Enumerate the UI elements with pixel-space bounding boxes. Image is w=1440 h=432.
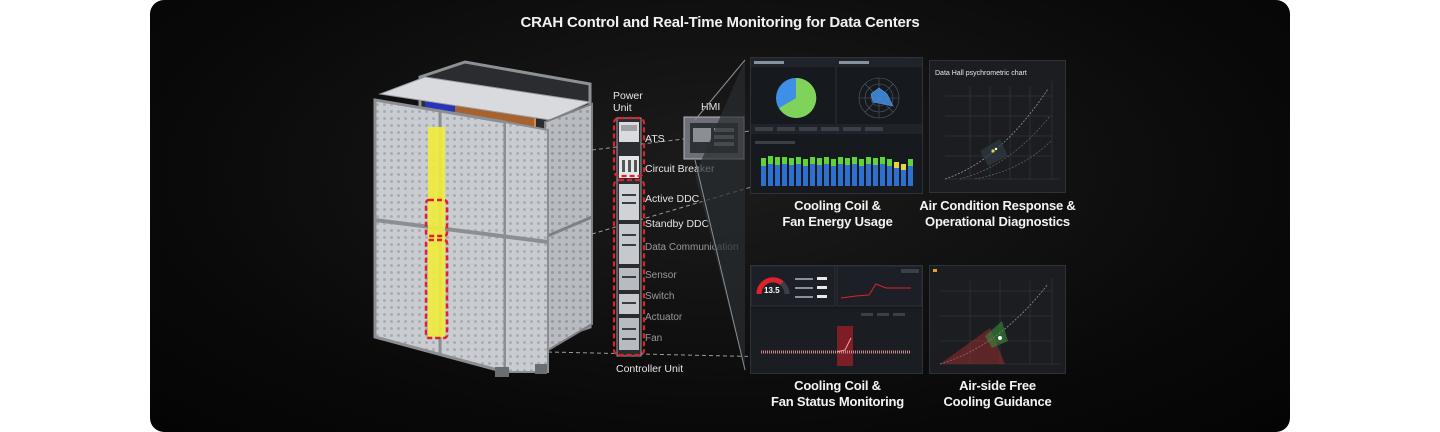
caption-status-monitoring: Cooling Coil & Fan Status Monitoring	[770, 378, 904, 409]
controller-strip	[612, 116, 646, 357]
crah-cabinet-illustration	[373, 60, 776, 377]
gauge-arc	[756, 277, 784, 295]
psychrometric-chart-title: Data Hall psychrometric chart	[935, 70, 1027, 77]
free-cooling-screenshot	[929, 265, 1066, 374]
energy-dashboard-graphics	[751, 58, 922, 186]
free-cooling-graphics	[933, 269, 1060, 365]
component-label-ats: ATS	[645, 133, 665, 145]
energy-dashboard-screenshot	[750, 57, 923, 194]
radar-chart	[858, 77, 900, 119]
page-title: CRAH Control and Real-Time Monitoring fo…	[520, 14, 920, 31]
component-label-actuator: Actuator	[645, 312, 683, 323]
caption-free-cooling: Air-side Free Cooling Guidance	[943, 378, 1052, 409]
energy-bar-chart	[761, 156, 913, 186]
component-label-data-communication: Data Communication	[645, 242, 739, 253]
alarm-highlight	[837, 326, 853, 366]
component-label-switch: Switch	[645, 291, 675, 302]
projection-cone	[694, 59, 746, 371]
caption-energy-usage: Cooling Coil & Fan Energy Usage	[782, 198, 893, 229]
caption-diagnostics: Air Condition Response & Operational Dia…	[919, 198, 1076, 229]
component-label-sensor: Sensor	[645, 270, 677, 281]
psychrometric-graphics	[944, 81, 1060, 180]
hmi-label: HMI	[701, 101, 721, 113]
component-label-standby-ddc: Standby DDC	[645, 218, 710, 230]
main-panel: CRAH Control and Real-Time Monitoring fo…	[150, 0, 1290, 432]
status-monitoring-graphics	[751, 266, 922, 373]
controller-unit-label: Controller Unit	[616, 363, 684, 375]
psychrometric-screenshot: Data Hall psychrometric chart	[929, 60, 1066, 193]
component-label-fan: Fan	[645, 333, 663, 344]
component-label-active-ddc: Active DDC	[645, 193, 700, 205]
status-monitoring-screenshot: 13.5	[750, 265, 923, 374]
power-unit-label: Power Unit	[613, 90, 643, 114]
gauge-value: 13.5	[764, 286, 780, 295]
